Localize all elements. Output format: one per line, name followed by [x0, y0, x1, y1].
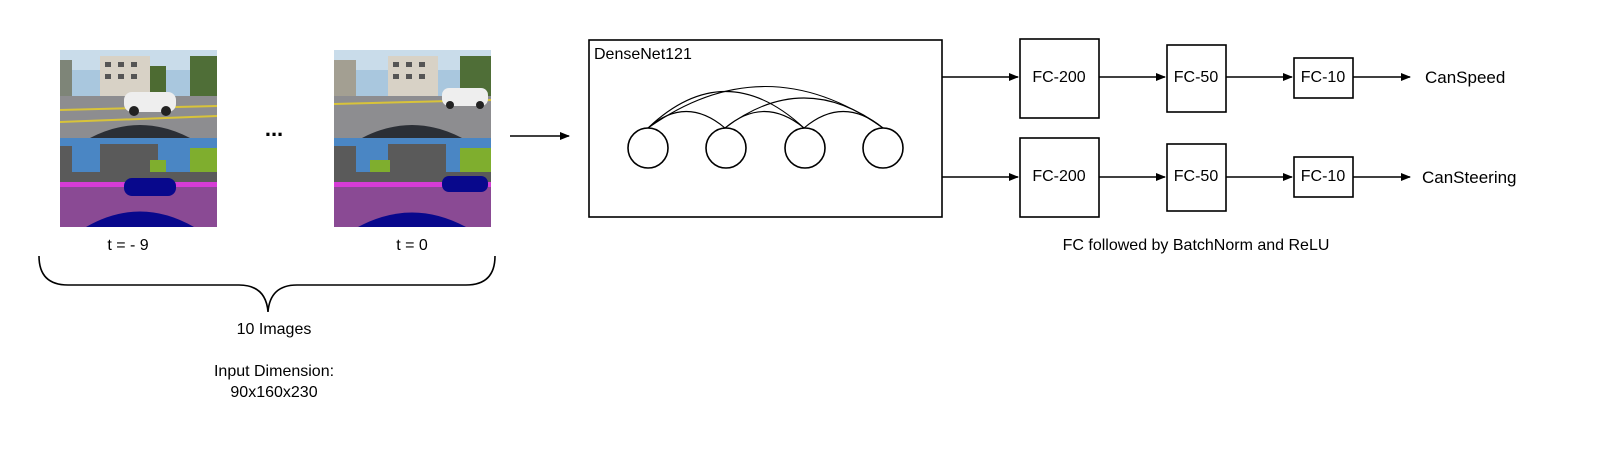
- speed-fc50-box: [1166, 44, 1227, 113]
- dense-connections: [647, 86, 884, 129]
- steering-fc50-box: [1166, 143, 1227, 212]
- speed-fc50-label: FC-50: [1174, 69, 1219, 86]
- speed-output-label: CanSpeed: [1425, 68, 1505, 87]
- dense-node-4: [862, 127, 904, 169]
- input-dimension-title: Input Dimension:: [214, 363, 334, 380]
- densenet-title: DenseNet121: [594, 46, 692, 63]
- fc-note: FC followed by BatchNorm and ReLU: [1063, 237, 1330, 254]
- steering-output-label: CanSteering: [1422, 168, 1517, 187]
- frame-label-first: t = - 9: [107, 237, 148, 254]
- frames-brace: [38, 255, 496, 313]
- dense-node-3: [784, 127, 826, 169]
- frame-label-last: t = 0: [396, 237, 428, 254]
- steering-fc10-box: [1293, 156, 1354, 198]
- dense-node-2: [705, 127, 747, 169]
- input-dimension-value: 90x160x230: [230, 384, 317, 401]
- speed-fc200-box: [1019, 38, 1100, 119]
- dense-node-1: [627, 127, 669, 169]
- speed-fc200-label: FC-200: [1032, 69, 1085, 86]
- frames-ellipsis: ...: [265, 116, 283, 141]
- steering-fc50-label: FC-50: [1174, 168, 1219, 185]
- steering-fc10-label: FC-10: [1301, 168, 1346, 185]
- frame-thumbnail-first: [59, 50, 218, 227]
- frame-thumbnail-last: [333, 50, 492, 227]
- frames-count-label: 10 Images: [237, 321, 312, 338]
- speed-fc10-box: [1293, 57, 1354, 99]
- steering-fc200-label: FC-200: [1032, 168, 1085, 185]
- speed-fc10-label: FC-10: [1301, 69, 1346, 86]
- steering-fc200-box: [1019, 137, 1100, 218]
